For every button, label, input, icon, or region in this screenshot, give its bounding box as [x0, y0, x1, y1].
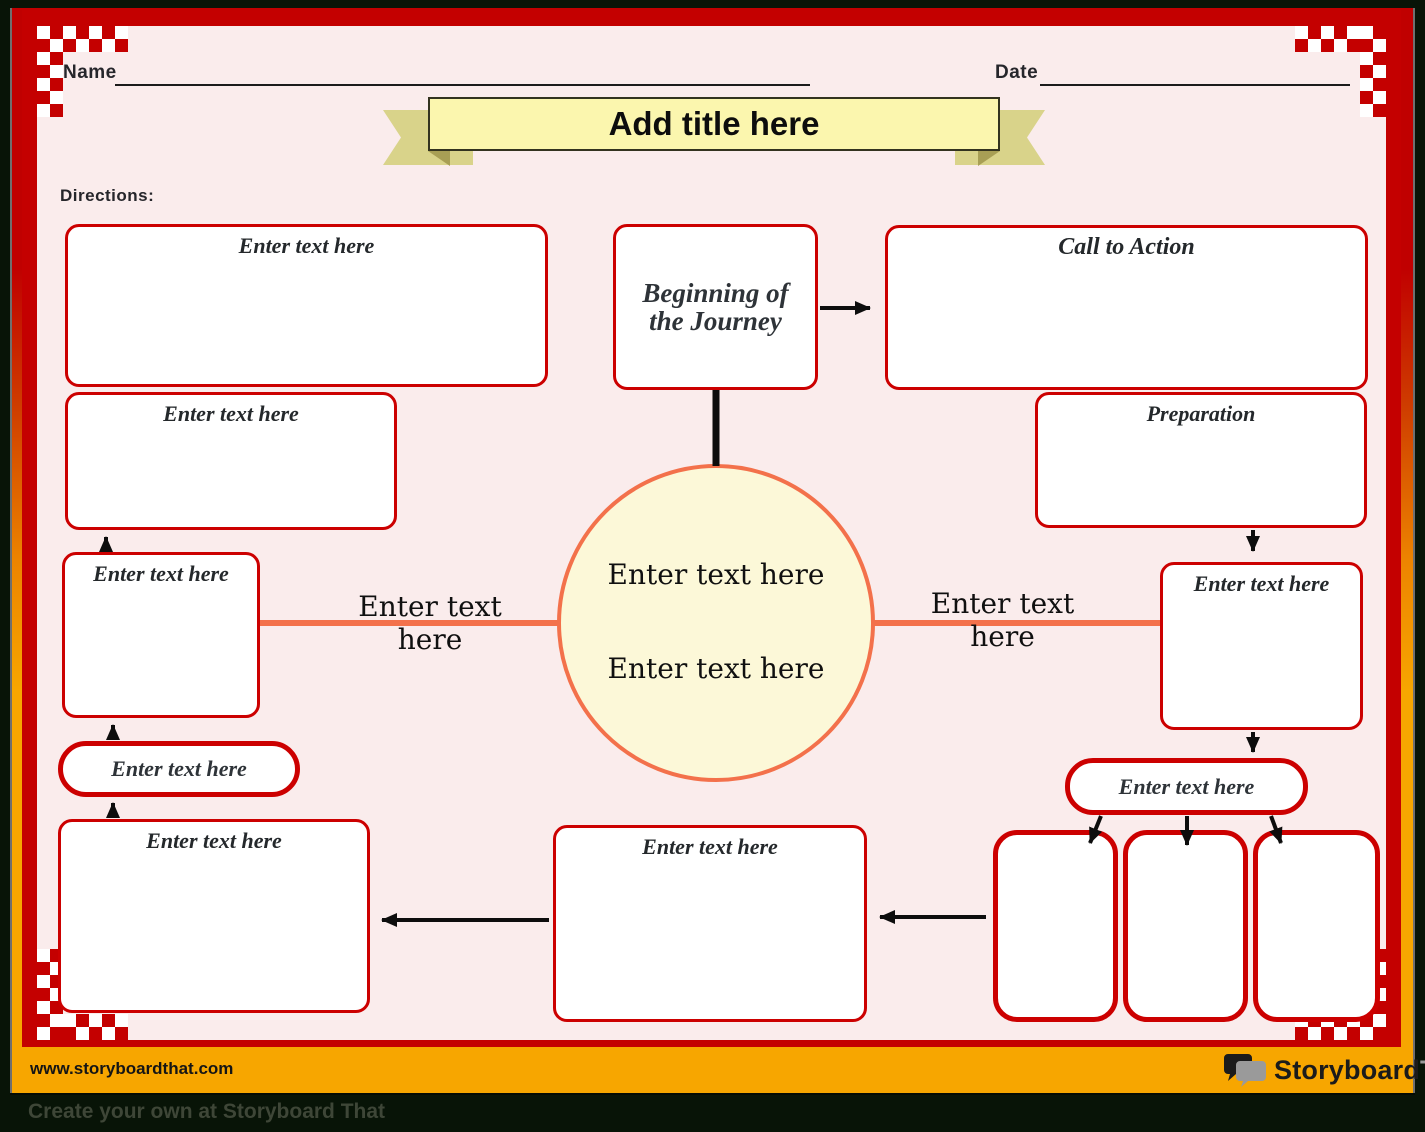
node-small-left[interactable]: Enter text here	[62, 552, 260, 718]
footer-tagline: Create your own at Storyboard That	[28, 1100, 386, 1123]
title-banner[interactable]: Add title here	[428, 97, 1000, 151]
node-call-to-action-label: Call to Action	[1058, 234, 1195, 260]
center-circle[interactable]	[557, 464, 875, 782]
node-preparation-label: Preparation	[1146, 401, 1256, 426]
checker-top-right-v	[1360, 26, 1386, 117]
node-mid-left-label: Enter text here	[163, 401, 299, 426]
node-small-left-label: Enter text here	[93, 561, 229, 586]
brand-black: Storyboard	[1274, 1054, 1421, 1085]
node-bottom-left-label: Enter text here	[146, 828, 282, 853]
website-url: www.storyboardthat.com	[30, 1059, 234, 1078]
circle-bottom-text[interactable]: Enter text here	[607, 652, 825, 685]
brand-gray: That	[1420, 1055, 1425, 1085]
speech-bubbles-icon	[1224, 1054, 1266, 1087]
date-line[interactable]	[1040, 84, 1350, 86]
name-label: Name	[63, 62, 117, 83]
node-card-3[interactable]	[1253, 830, 1380, 1022]
node-bottom-center[interactable]: Enter text here	[553, 825, 867, 1022]
node-beginning-label: Beginning of the Journey	[642, 277, 789, 336]
node-right-middle-label: Enter text here	[1193, 571, 1330, 596]
node-left-pill-label: Enter text here	[111, 756, 247, 782]
node-preparation[interactable]: Preparation	[1035, 392, 1367, 528]
name-line[interactable]	[115, 84, 810, 86]
node-left-pill[interactable]: Enter text here	[58, 741, 300, 797]
page-title: Add title here	[608, 105, 820, 142]
node-bottom-left[interactable]: Enter text here	[58, 819, 370, 1013]
node-mid-left[interactable]: Enter text here	[65, 392, 397, 530]
date-label: Date	[995, 62, 1039, 83]
node-top-left[interactable]: Enter text here	[65, 224, 548, 387]
node-call-to-action[interactable]: Call to Action	[885, 225, 1368, 390]
node-right-pill[interactable]: Enter text here	[1065, 758, 1308, 815]
axis-label-right[interactable]: Enter text here	[930, 587, 1075, 653]
checker-top-left-v	[37, 26, 63, 117]
node-bottom-center-label: Enter text here	[642, 834, 778, 859]
node-right-middle[interactable]: Enter text here	[1160, 562, 1363, 730]
axis-label-left[interactable]: Enter text here	[358, 590, 502, 656]
circle-top-text[interactable]: Enter text here	[607, 558, 825, 591]
node-right-pill-label: Enter text here	[1118, 773, 1255, 799]
node-top-left-label: Enter text here	[238, 233, 375, 258]
node-card-2[interactable]	[1123, 830, 1248, 1022]
directions-label: Directions:	[60, 186, 155, 205]
node-card-1[interactable]	[993, 830, 1118, 1022]
node-beginning[interactable]: Beginning of the Journey	[613, 224, 818, 390]
